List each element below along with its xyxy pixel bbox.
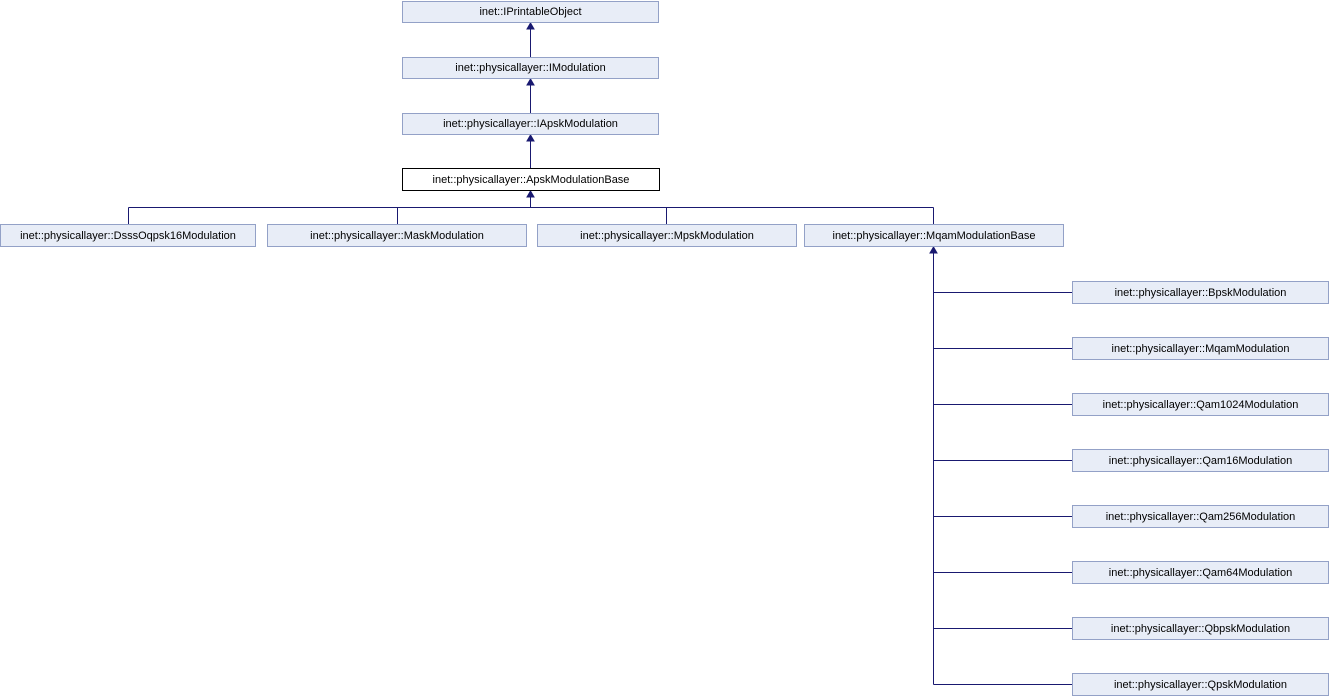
class-node-label: inet::IPrintableObject (479, 6, 582, 18)
class-node-label: inet::physicallayer::ApskModulationBase (432, 173, 630, 186)
class-node-label: inet::physicallayer::Qam16Modulation (1108, 454, 1293, 467)
class-node-label: inet::physicallayer::BpskModulation (1114, 286, 1287, 299)
class-node-label: inet::physicallayer::Qam1024Modulation (1102, 398, 1299, 411)
class-node-bpskmodulation[interactable]: inet::physicallayer::BpskModulation (1072, 281, 1329, 304)
class-node-label: inet::physicallayer::MpskModulation (580, 229, 754, 242)
class-node-qam256modulation[interactable]: inet::physicallayer::Qam256Modulation (1072, 505, 1329, 528)
class-node-maskmodulation[interactable]: inet::physicallayer::MaskModulation (267, 224, 527, 247)
class-node-iapskmodulation[interactable]: inet::physicallayer::IApskModulation (402, 113, 659, 135)
class-node-mqammodulation[interactable]: inet::physicallayer::MqamModulation (1072, 337, 1329, 360)
class-node-label: inet::physicallayer::MqamModulation (1111, 342, 1290, 355)
class-node-qam16modulation[interactable]: inet::physicallayer::Qam16Modulation (1072, 449, 1329, 472)
class-node-label: inet::physicallayer::QbpskModulation (1110, 622, 1291, 635)
class-node-label: inet::physicallayer::Qam64Modulation (1108, 566, 1293, 579)
class-node-label: inet::physicallayer::IApskModulation (443, 118, 618, 130)
class-node-qam64modulation[interactable]: inet::physicallayer::Qam64Modulation (1072, 561, 1329, 584)
class-node-label: inet::physicallayer::DsssOqpsk16Modulati… (20, 229, 236, 242)
class-node-qam1024modulation[interactable]: inet::physicallayer::Qam1024Modulation (1072, 393, 1329, 416)
class-node-label: inet::physicallayer::QpskModulation (1113, 678, 1288, 691)
class-node-dsssoqpsk16modulation[interactable]: inet::physicallayer::DsssOqpsk16Modulati… (0, 224, 256, 247)
class-node-apskmodulationbase-current: inet::physicallayer::ApskModulationBase (402, 168, 660, 191)
class-node-imodulation[interactable]: inet::physicallayer::IModulation (402, 57, 659, 79)
class-node-mpskmodulation[interactable]: inet::physicallayer::MpskModulation (537, 224, 797, 247)
class-node-label: inet::physicallayer::MaskModulation (310, 229, 484, 242)
class-node-qbpskmodulation[interactable]: inet::physicallayer::QbpskModulation (1072, 617, 1329, 640)
class-node-mqammodulationbase[interactable]: inet::physicallayer::MqamModulationBase (804, 224, 1064, 247)
class-node-iprintableobject[interactable]: inet::IPrintableObject (402, 1, 659, 23)
class-node-label: inet::physicallayer::MqamModulationBase (832, 229, 1036, 242)
class-node-label: inet::physicallayer::Qam256Modulation (1105, 510, 1296, 523)
class-node-label: inet::physicallayer::IModulation (455, 62, 606, 74)
class-node-qpskmodulation[interactable]: inet::physicallayer::QpskModulation (1072, 673, 1329, 696)
